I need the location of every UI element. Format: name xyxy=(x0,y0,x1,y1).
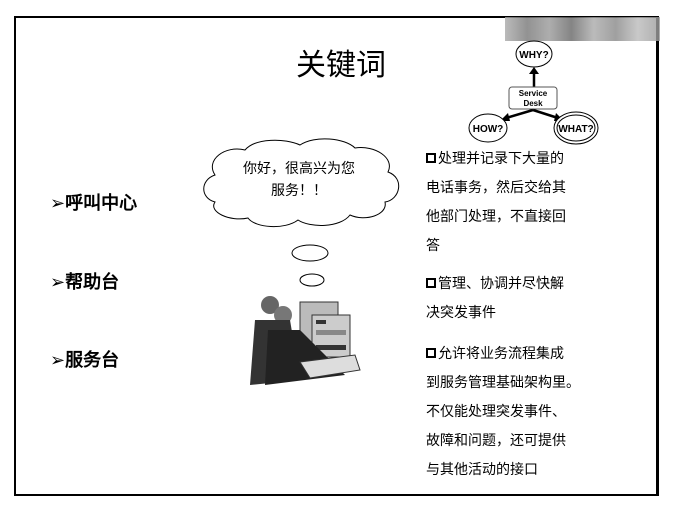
blurred-region xyxy=(505,17,660,41)
slide-title: 关键词 xyxy=(296,48,386,83)
bullet-call-center: ➢呼叫中心 xyxy=(50,193,138,214)
service-desk-box xyxy=(508,86,558,110)
thought-bubble-large xyxy=(291,244,329,262)
thought-bubble-small xyxy=(299,273,325,287)
slide-frame xyxy=(14,16,659,496)
how-circle xyxy=(468,113,508,143)
svg-text:WHAT?: WHAT? xyxy=(558,124,593,135)
call-center-agents-clipart xyxy=(250,296,361,385)
thought-cloud xyxy=(203,138,399,227)
square-bullet-icon xyxy=(426,348,436,358)
speech-bubble-text: 你好，很高兴为您 服务！！ xyxy=(243,161,355,199)
description-service-desk: 允许将业务流程集成 到服务管理基础架构里。 不仅能处理突发事件、 故障和问题，还… xyxy=(426,346,580,478)
why-label: WHY? xyxy=(519,50,548,61)
bullet-help-desk: ➢帮助台 xyxy=(50,272,120,293)
description-call-center: 处理并记录下大量的 电话事务，然后交给其 他部门处理，不直接回 答 xyxy=(426,151,566,254)
svg-text:Service: Service xyxy=(519,89,548,98)
square-bullet-icon xyxy=(426,278,436,288)
svg-text:Desk: Desk xyxy=(523,99,543,108)
square-bullet-icon xyxy=(426,153,436,163)
what-circle xyxy=(553,111,599,145)
service-desk-diagram: WHY? Service Desk HOW? WHAT? xyxy=(468,40,599,145)
description-help-desk: 管理、协调并尽快解 决突发事件 xyxy=(426,276,564,321)
svg-text:HOW?: HOW? xyxy=(473,124,504,135)
bullet-service-desk: ➢服务台 xyxy=(50,350,120,371)
